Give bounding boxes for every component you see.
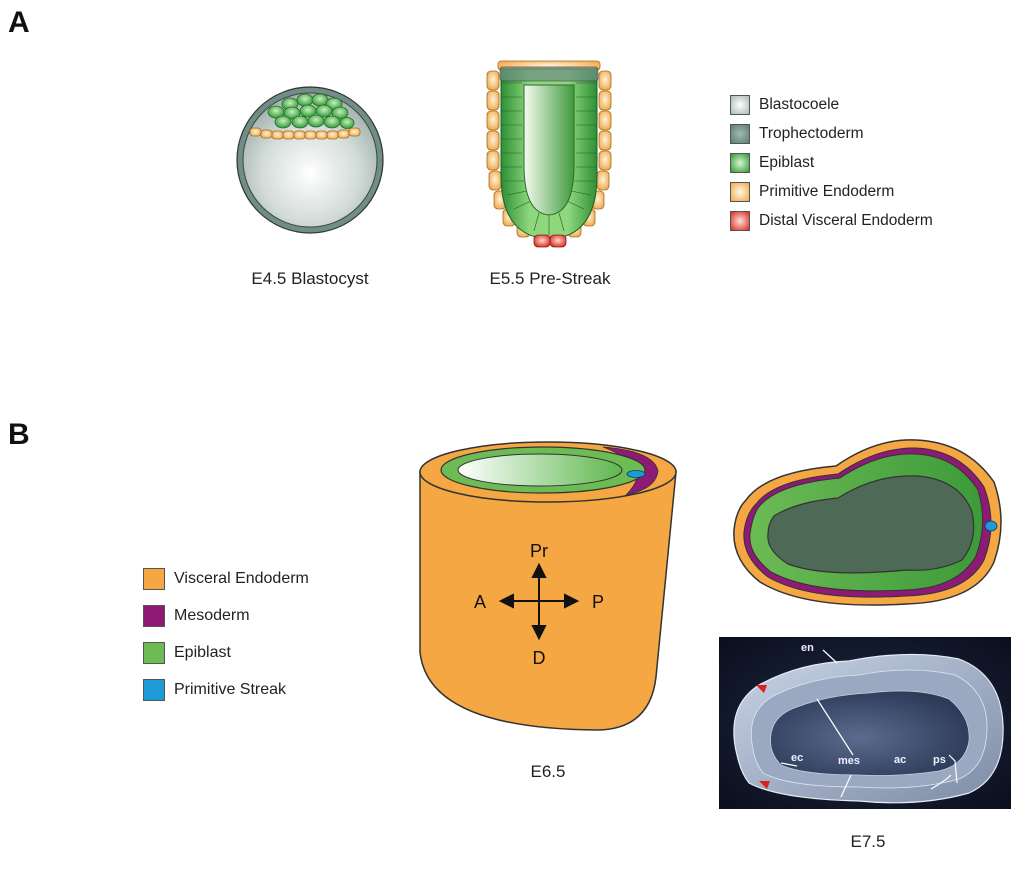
- legend-item-blastocoele: Blastocoele: [730, 90, 933, 119]
- legend-label: Epiblast: [174, 644, 231, 662]
- micrograph-label-en: en: [801, 642, 814, 654]
- proamniotic-cavity: [524, 85, 574, 215]
- visceral-endoderm-swatch: [143, 568, 165, 590]
- e75-primitive-streak: [985, 521, 997, 531]
- legend-label: Epiblast: [759, 154, 814, 172]
- caption-e75: E7.5: [828, 832, 908, 852]
- legend-label: Mesoderm: [174, 607, 250, 625]
- primitive-endoderm-swatch: [730, 182, 750, 202]
- legend-item-visceral-endoderm: Visceral Endoderm: [143, 560, 309, 597]
- legend-item-epiblast: Epiblast: [730, 148, 933, 177]
- e65-primitive-streak: [627, 471, 645, 478]
- legend-item-primitive-endoderm: Primitive Endoderm: [730, 177, 933, 206]
- legend-item-distal-visceral-endoderm: Distal Visceral Endoderm: [730, 206, 933, 235]
- legend-panel-b: Visceral Endoderm Mesoderm Epiblast Prim…: [143, 560, 309, 708]
- micrograph-label-ps: ps: [933, 754, 946, 766]
- micrograph-label-ec: ec: [791, 752, 803, 764]
- legend-item-trophectoderm: Trophectoderm: [730, 119, 933, 148]
- micrograph-label-ac: ac: [894, 754, 906, 766]
- e65-cylinder-illustration: Pr D A P: [418, 437, 680, 737]
- panel-b-letter: B: [8, 418, 30, 452]
- legend-panel-a: Blastocoele Trophectoderm Epiblast Primi…: [730, 90, 933, 235]
- primitive-streak-swatch: [143, 679, 165, 701]
- caption-blastocyst: E4.5 Blastocyst: [230, 269, 390, 289]
- legend-item-epiblast-b: Epiblast: [143, 634, 309, 671]
- extraembryonic-cap: [500, 67, 598, 81]
- legend-item-primitive-streak: Primitive Streak: [143, 671, 309, 708]
- distal-visceral-endoderm-swatch: [730, 211, 750, 231]
- epiblast-swatch: [143, 642, 165, 664]
- panel-a-letter: A: [8, 6, 30, 40]
- trophectoderm-swatch: [730, 124, 750, 144]
- blastocyst-illustration: [230, 78, 390, 238]
- e65-proamniotic-cavity: [458, 454, 622, 486]
- axis-label-anterior: A: [474, 592, 486, 612]
- legend-label: Visceral Endoderm: [174, 570, 309, 588]
- legend-label: Primitive Endoderm: [759, 183, 894, 201]
- mesoderm-swatch: [143, 605, 165, 627]
- legend-label: Trophectoderm: [759, 125, 864, 143]
- legend-label: Distal Visceral Endoderm: [759, 212, 933, 230]
- caption-e65: E6.5: [508, 762, 588, 782]
- micrograph-label-mes: mes: [838, 755, 860, 767]
- blastocoele-swatch: [730, 95, 750, 115]
- epiblast-swatch: [730, 153, 750, 173]
- legend-label: Blastocoele: [759, 96, 839, 114]
- e75-micrograph: en mes ec ac ps: [719, 637, 1011, 809]
- legend-label: Primitive Streak: [174, 681, 286, 699]
- axis-label-posterior: P: [592, 592, 604, 612]
- axis-label-distal: D: [533, 648, 546, 668]
- caption-prestreak: E5.5 Pre-Streak: [480, 269, 620, 289]
- axis-label-proximal: Pr: [530, 541, 548, 561]
- legend-item-mesoderm: Mesoderm: [143, 597, 309, 634]
- prestreak-illustration: [484, 55, 614, 255]
- e75-cross-section-illustration: [726, 432, 1008, 612]
